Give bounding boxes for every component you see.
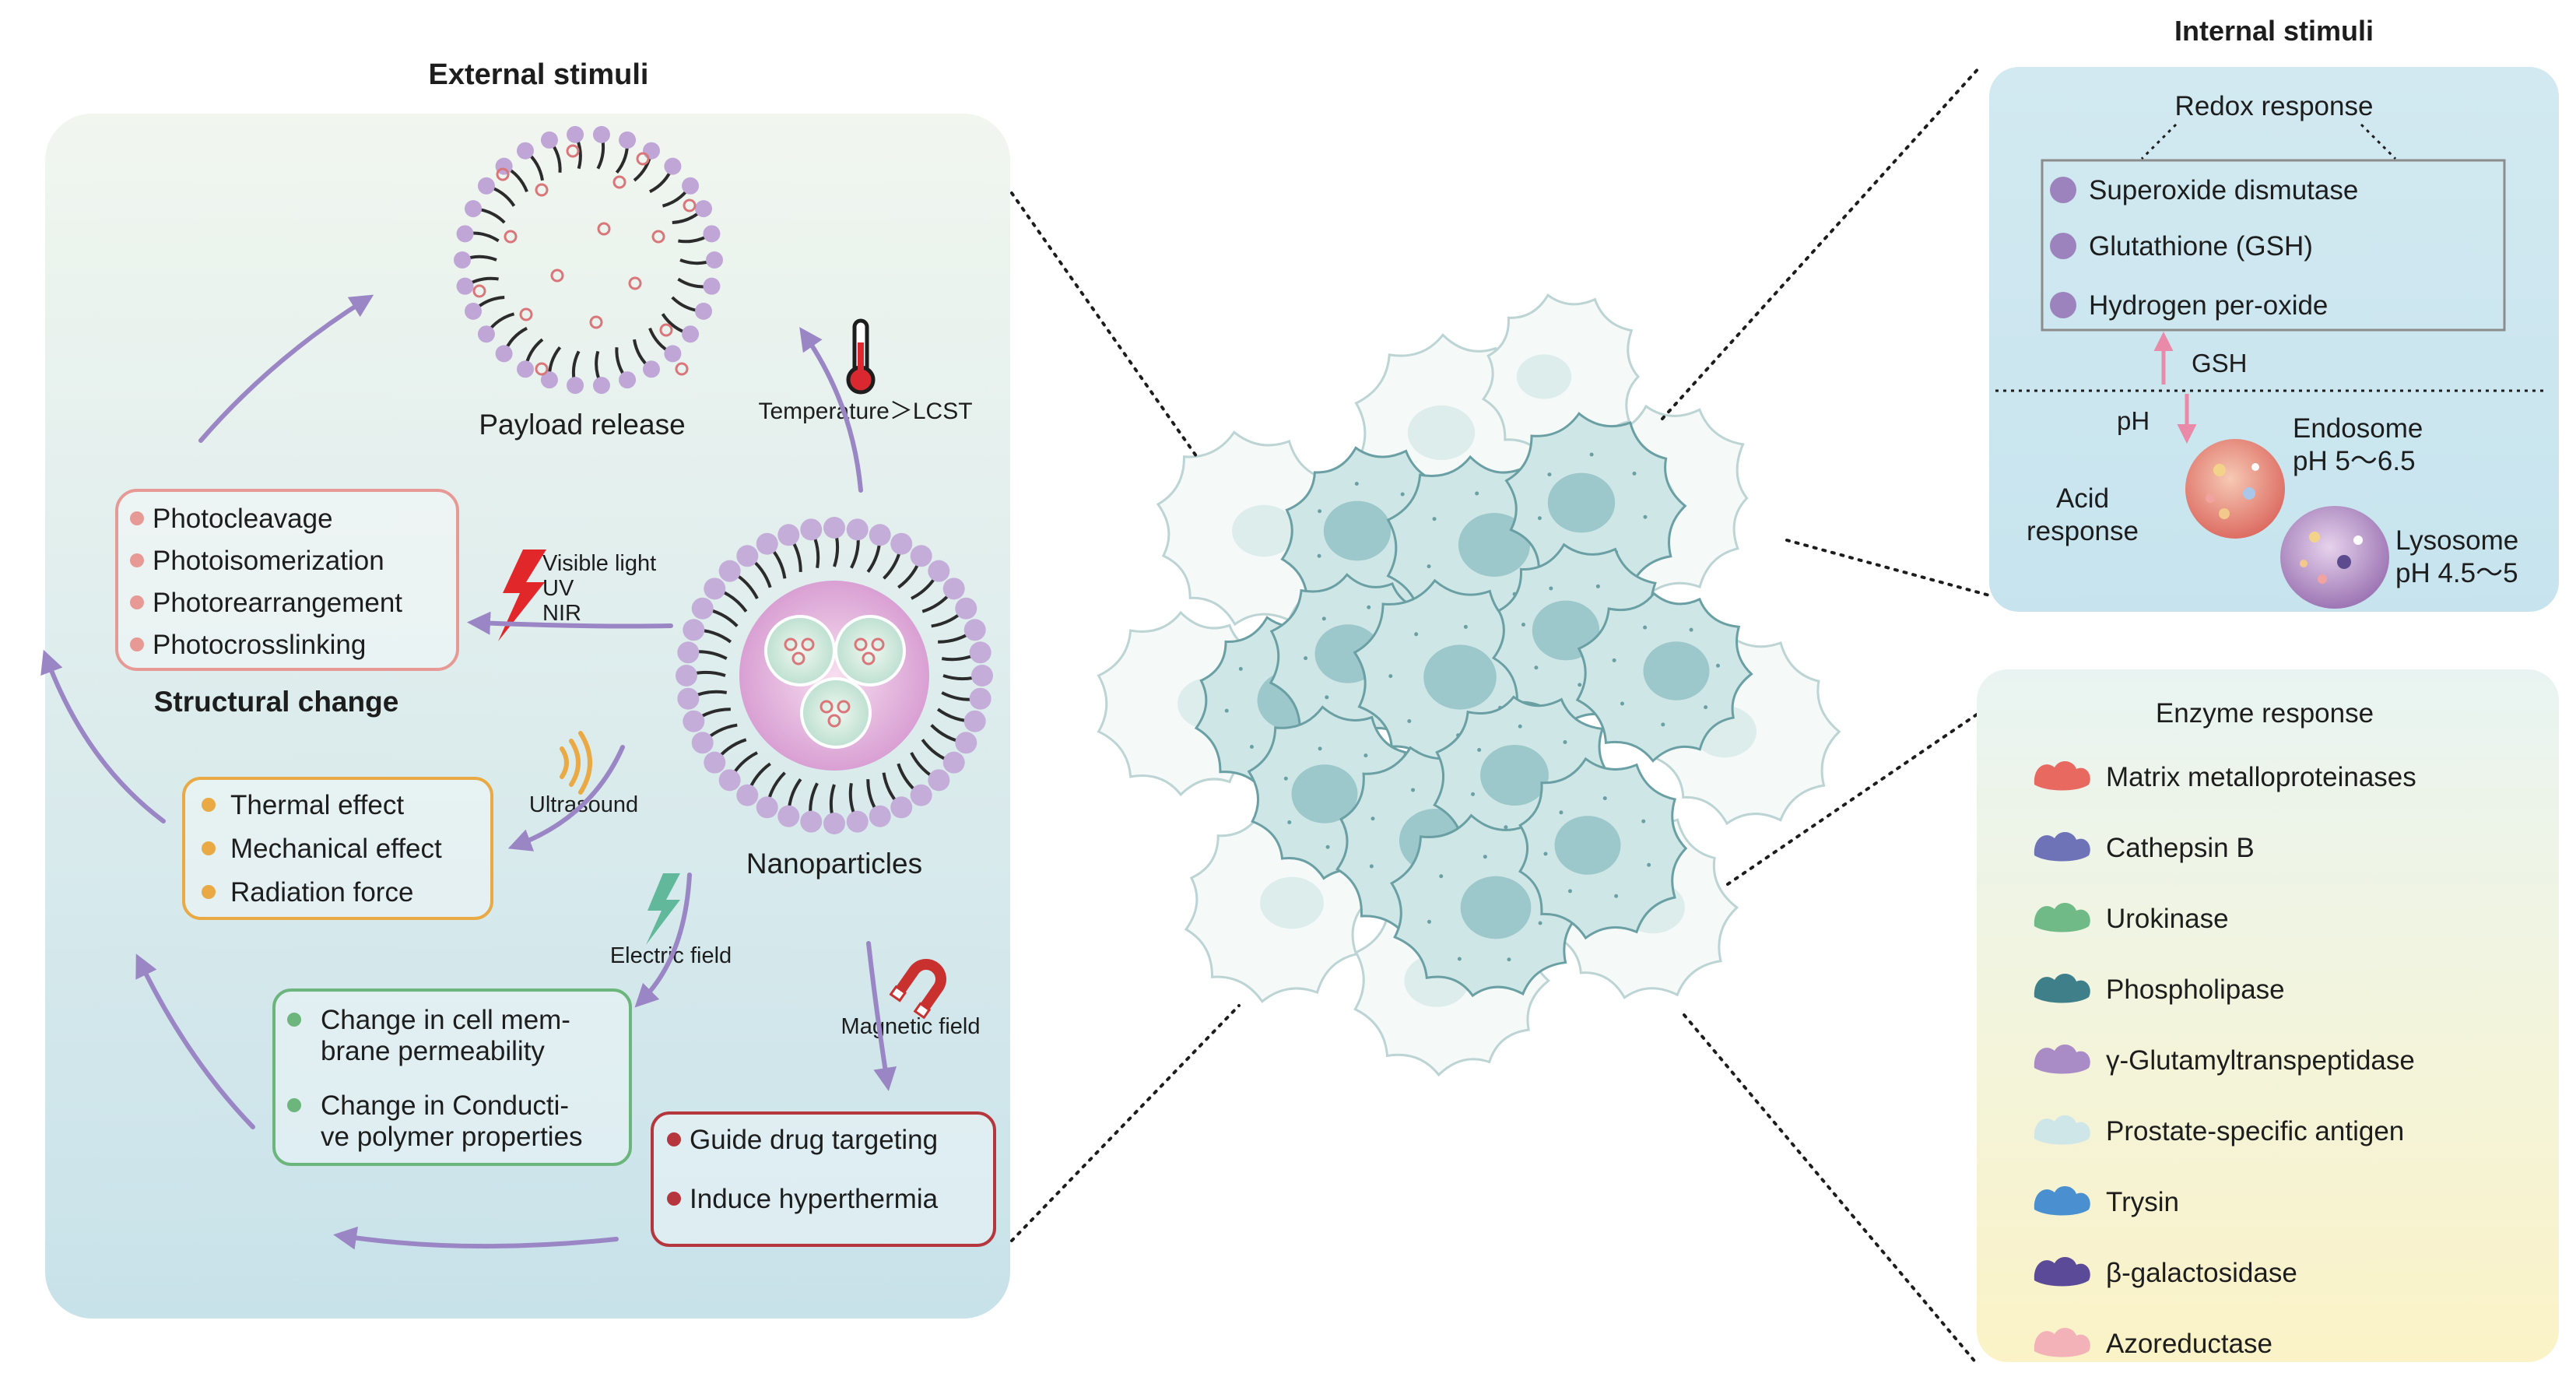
enzyme-item: Azoreductase xyxy=(2034,1327,2272,1359)
electric-effect-item-1-line1: Change in cell mem- xyxy=(321,1005,570,1035)
enzyme-item: Prostate-specific antigen xyxy=(2034,1115,2404,1146)
enzyme-response-title: Enzyme response xyxy=(2156,698,2374,729)
enzyme-icon xyxy=(2034,1044,2090,1074)
enzyme-label: Azoreductase xyxy=(2106,1329,2272,1359)
electric-effect-item-2-line1: Change in Conducti- xyxy=(321,1090,569,1121)
tumor-cell-cluster xyxy=(1097,293,1841,1077)
enzyme-item: Cathepsin B xyxy=(2034,831,2255,863)
enzyme-item: Urokinase xyxy=(2034,902,2229,934)
payload-release-label: Payload release xyxy=(479,409,685,441)
magnetic-field-label: Magnetic field xyxy=(841,1014,981,1039)
light-effect-item: Photorearrangement xyxy=(153,588,402,618)
electric-effect-item-2-line2: ve polymer properties xyxy=(321,1122,583,1152)
enzyme-icon xyxy=(2034,1185,2090,1216)
flow-arrows xyxy=(40,294,897,1250)
enzyme-item: γ-Glutamyltranspeptidase xyxy=(2034,1044,2415,1076)
enzyme-label: Prostate-specific antigen xyxy=(2106,1116,2404,1146)
external-stimuli-panel: External stimuli xyxy=(45,58,1010,1319)
endosome-line2: pH 5～6.5 xyxy=(2293,446,2416,476)
enzyme-icon xyxy=(2034,760,2090,791)
ultrasound-effects-box: Thermal effect Mechanical effect Radiati… xyxy=(182,777,493,920)
enzyme-item: β-galactosidase xyxy=(2034,1256,2297,1288)
redox-response-title: Redox response xyxy=(2175,91,2374,121)
ultrasound-effect-item: Radiation force xyxy=(230,877,413,908)
internal-stimuli-title: Internal stimuli xyxy=(2174,15,2374,47)
ultrasound-effect-item: Mechanical effect xyxy=(230,834,442,864)
light-effect-item: Photocleavage xyxy=(153,504,333,534)
enzyme-label: Urokinase xyxy=(2106,904,2229,934)
enzyme-label: Matrix metalloproteinases xyxy=(2106,762,2416,792)
nir-label: NIR xyxy=(542,601,581,626)
connector-lines xyxy=(1010,65,1994,1365)
acid-response-line1: Acid xyxy=(2056,483,2109,514)
light-effects-box: Photocleavage Photoisomerization Photore… xyxy=(115,489,459,671)
external-stimuli-title: External stimuli xyxy=(429,58,649,91)
enzyme-label: β-galactosidase xyxy=(2106,1258,2297,1288)
enzyme-icon xyxy=(2034,1256,2090,1287)
temperature-label: Temperature＞LCST xyxy=(758,399,972,424)
ultrasound-icon xyxy=(560,731,592,795)
enzyme-icon xyxy=(2034,973,2090,1003)
enzyme-icon xyxy=(2034,831,2090,862)
redox-item: Superoxide dismutase xyxy=(2089,175,2358,205)
enzyme-label: Trysin xyxy=(2106,1187,2179,1217)
thermometer-icon xyxy=(846,318,876,395)
enzyme-icon xyxy=(2034,1327,2090,1357)
magnetic-effect-item: Guide drug targeting xyxy=(690,1125,938,1155)
gsh-label: GSH xyxy=(2192,349,2248,377)
structural-change-label: Structural change xyxy=(154,686,399,718)
enzyme-label: γ-Glutamyltranspeptidase xyxy=(2106,1045,2415,1076)
enzyme-icon xyxy=(2034,1115,2090,1145)
light-effect-item: Photocrosslinking xyxy=(153,630,366,660)
light-effect-item: Photoisomerization xyxy=(153,546,384,576)
ultrasound-effect-item: Thermal effect xyxy=(230,790,404,820)
magnetic-effects-box: Guide drug targeting Induce hyperthermia xyxy=(651,1111,996,1247)
nanoparticles-label: Nanoparticles xyxy=(746,848,922,880)
visible-light-label: Visible light xyxy=(542,551,656,576)
electric-effects-box: Change in cell mem- brane permeability C… xyxy=(272,988,632,1166)
internal-stimuli-panel: Redox response Superoxide dismutase Glut… xyxy=(1989,67,2559,612)
lysosome-line1: Lysosome xyxy=(2395,525,2518,556)
ph-label: pH xyxy=(2117,406,2150,435)
electric-field-icon xyxy=(646,873,680,945)
enzyme-response-panel: Enzyme response Matrix metalloproteinase… xyxy=(1977,669,2559,1362)
uv-label: UV xyxy=(542,576,574,601)
enzyme-item: Matrix metalloproteinases xyxy=(2034,760,2416,792)
nanoparticle-icon xyxy=(676,517,993,834)
enzyme-label: Phospholipase xyxy=(2106,974,2285,1005)
acid-response-line2: response xyxy=(2027,516,2139,546)
redox-item: Glutathione (GSH) xyxy=(2089,231,2313,262)
endosome-line1: Endosome xyxy=(2293,413,2423,444)
endosome-icon xyxy=(2185,439,2285,539)
enzyme-item: Phospholipase xyxy=(2034,973,2285,1005)
lysosome-line2: pH 4.5～5 xyxy=(2395,558,2518,588)
magnet-icon xyxy=(889,959,946,1020)
lightning-icon xyxy=(498,550,546,641)
lysosome-icon xyxy=(2280,506,2389,609)
payload-release-micelle xyxy=(454,125,723,395)
enzyme-item: Trysin xyxy=(2034,1185,2179,1217)
redox-item: Hydrogen per-oxide xyxy=(2089,290,2328,321)
magnetic-effect-item: Induce hyperthermia xyxy=(690,1184,939,1214)
enzyme-icon xyxy=(2034,902,2090,932)
electric-effect-item-1-line2: brane permeability xyxy=(321,1036,545,1066)
enzyme-label: Cathepsin B xyxy=(2106,833,2255,863)
